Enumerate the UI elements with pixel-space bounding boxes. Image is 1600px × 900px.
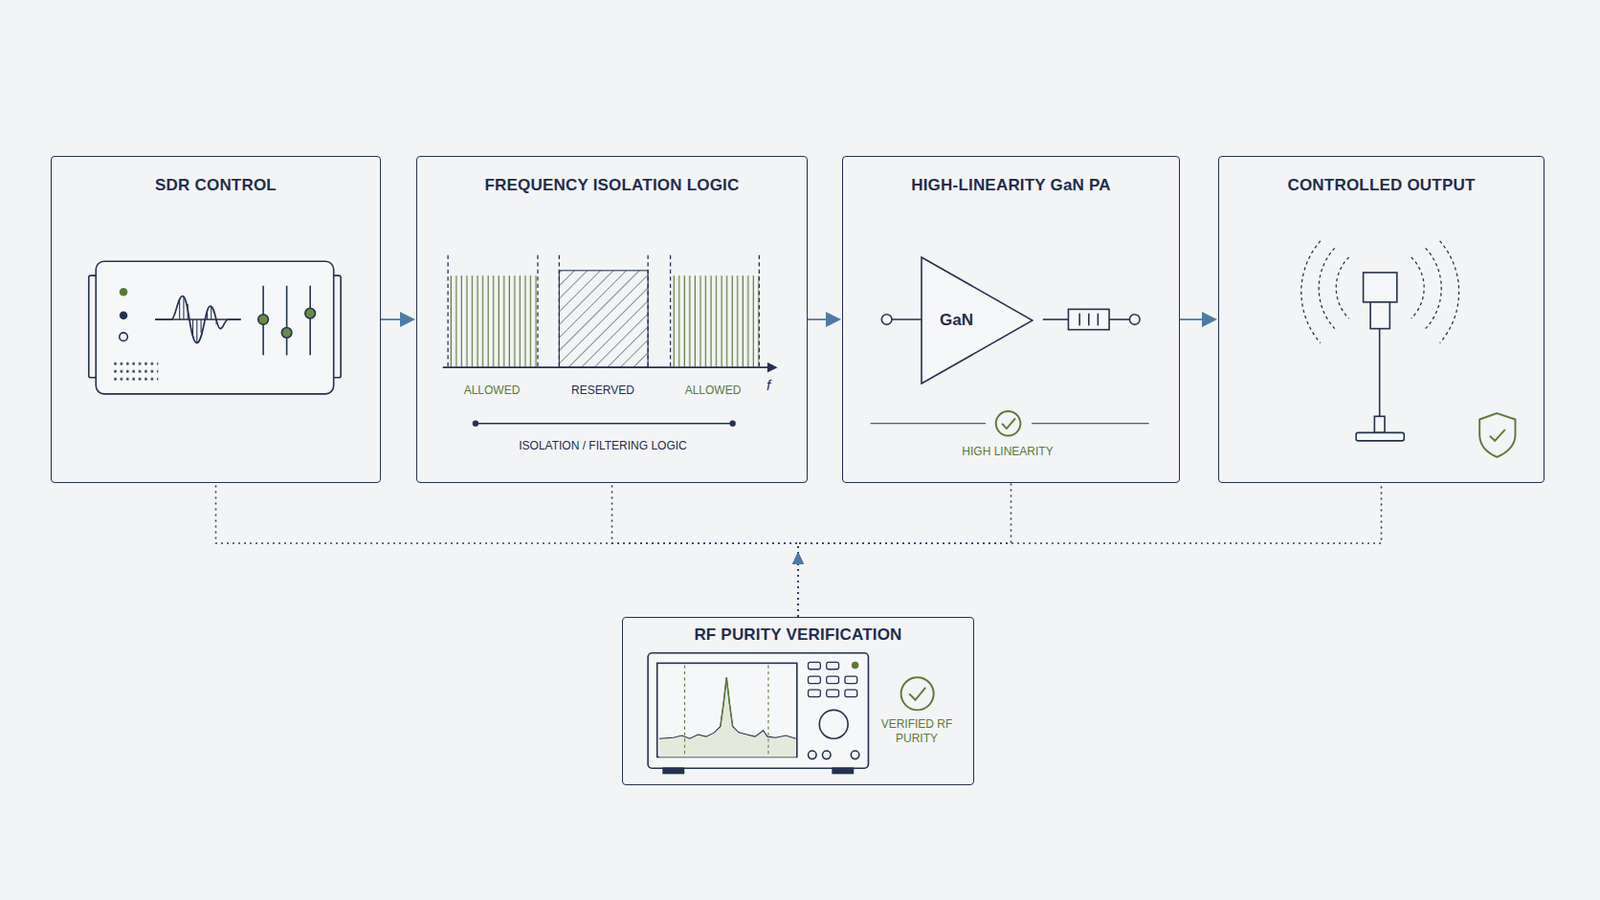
arrow-line (807, 318, 828, 321)
arrow-head (825, 311, 842, 328)
flow-arrow (807, 311, 842, 328)
process-box: HIGH-LINEARITY GaN PA GaN (842, 155, 1180, 484)
band-label: ALLOWED (464, 383, 521, 398)
verification-box: RF PURITY VERIFICATION (622, 617, 975, 786)
arrow-head (400, 311, 416, 328)
feedback-line (792, 483, 1012, 618)
flow-arrow (1179, 311, 1218, 328)
arrow-head (792, 552, 804, 565)
feedback-line (792, 483, 1382, 618)
axis-label: f (766, 377, 771, 394)
dotted-line (798, 483, 1012, 618)
status-label: VERIFIED RF PURITY (878, 717, 956, 747)
arrow-head (792, 552, 804, 565)
antenna (1301, 241, 1516, 458)
arrow-line (380, 318, 402, 321)
process-box: SDR CONTROL (50, 155, 381, 484)
process-box: FREQUENCY ISOLATION LOGIC (416, 155, 808, 484)
sdr-device (88, 261, 341, 395)
feedback-line (612, 483, 805, 618)
process-box: CONTROLLED OUTPUT (1218, 155, 1545, 484)
feedback-line (216, 483, 805, 618)
box-title: FREQUENCY ISOLATION LOGIC (417, 176, 807, 196)
triangle-outline (920, 256, 1034, 385)
band-label: RESERVED (571, 383, 635, 398)
frequency-chart (443, 255, 778, 427)
flow-arrow (380, 311, 416, 328)
arrow-head (792, 552, 804, 565)
arrow-head (1201, 311, 1218, 328)
spectrum-analyzer (647, 653, 934, 775)
component-label: GaN (939, 311, 974, 331)
box-title: HIGH-LINEARITY GaN PA (843, 176, 1179, 196)
caption-label: ISOLATION / FILTERING LOGIC (518, 439, 688, 453)
amplifier-triangle: GaN (920, 256, 1034, 385)
triangle-outline (921, 257, 1033, 384)
box-title: SDR CONTROL (51, 176, 380, 196)
arrow-head (792, 552, 804, 565)
dotted-line (216, 483, 800, 618)
arrow-line (1179, 318, 1204, 321)
amplifier-wiring (870, 309, 1150, 436)
band-label: ALLOWED (685, 383, 742, 398)
box-title: RF PURITY VERIFICATION (622, 625, 974, 645)
status-label: HIGH LINEARITY (961, 444, 1053, 459)
dotted-line (612, 483, 800, 618)
box-title: CONTROLLED OUTPUT (1219, 176, 1544, 196)
dotted-line (798, 483, 1382, 618)
